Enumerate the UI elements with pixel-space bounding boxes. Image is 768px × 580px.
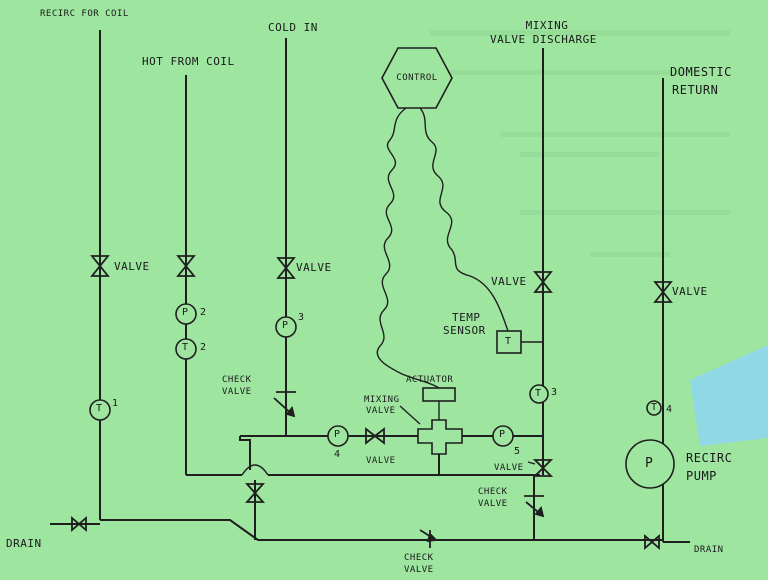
label-temp: TEMP (452, 311, 481, 324)
gauge-t1-number: 1 (112, 398, 119, 409)
gauge-t2-number: 2 (200, 342, 207, 353)
label-return: RETURN (672, 83, 719, 97)
gauge-t2-letter: T (182, 342, 189, 353)
gauge-p3-letter: P (282, 320, 289, 331)
control-hexagon[interactable] (381, 47, 453, 109)
valve-drain-right[interactable] (644, 534, 660, 550)
gauge-t3[interactable] (529, 384, 549, 404)
label-recirc: RECIRC (686, 451, 733, 465)
label-drain-right: DRAIN (694, 545, 724, 555)
label-mixing: MIXING (525, 19, 569, 32)
label-check-discharge-2: VALVE (478, 499, 508, 509)
label-pump: PUMP (686, 469, 717, 483)
gauge-p3-number: 3 (298, 312, 305, 323)
label-valve-discharge: VALVE DISCHARGE (490, 33, 597, 46)
valve-recirc-coil[interactable] (90, 255, 110, 277)
label-mixing-valve-1: MIXING (364, 395, 400, 405)
check-valve-bottom[interactable] (419, 529, 438, 548)
valve-hot-from-coil[interactable] (176, 255, 196, 277)
check-valve-cold[interactable] (273, 391, 296, 418)
label-drain-left: DRAIN (6, 537, 42, 550)
gauge-t3-number: 3 (551, 387, 558, 398)
gauge-p5-number: 5 (514, 446, 521, 457)
pipe-recirc-bypass (239, 436, 256, 540)
recirc-pump[interactable] (625, 439, 675, 489)
actuator-box[interactable] (422, 387, 456, 402)
label-actuator: ACTUATOR (406, 375, 454, 385)
gauge-p2[interactable] (175, 303, 197, 325)
label-valve-discharge-low: VALVE (494, 463, 524, 473)
gauge-p5-letter: P (499, 429, 506, 440)
mixing-valve-body[interactable] (417, 419, 463, 455)
label-check-cold-1: CHECK (222, 375, 252, 385)
label-valve-cold: VALVE (296, 261, 332, 274)
pipe-return-header (100, 519, 663, 541)
valve-drain-left[interactable] (71, 516, 87, 532)
gauge-t4-letter: T (651, 402, 658, 413)
label-domestic: DOMESTIC (670, 65, 732, 79)
label-valve-discharge-upper: VALVE (491, 275, 527, 288)
blue-tape (690, 345, 768, 446)
recirc-pump-letter: P (645, 456, 653, 471)
bleed-through-text (430, 30, 730, 257)
valve-cold-in[interactable] (276, 257, 296, 279)
gauge-p2-letter: P (182, 307, 189, 318)
label-hot-from-coil: HOT FROM COIL (142, 55, 235, 68)
label-check-bottom-1: CHECK (404, 553, 434, 563)
gauge-t1[interactable] (89, 399, 111, 421)
valve-mix-line[interactable] (365, 427, 385, 445)
label-valve-mix: VALVE (366, 456, 396, 466)
valve-discharge-leader (527, 461, 536, 465)
temp-sensor-letter: T (505, 336, 512, 347)
pipe-hop (241, 464, 269, 476)
label-mixing-valve-2: VALVE (366, 406, 396, 416)
label-cold-in: COLD IN (268, 21, 318, 34)
label-check-cold-2: VALVE (222, 387, 252, 397)
label-check-discharge-1: CHECK (478, 487, 508, 497)
gauge-p4[interactable] (327, 425, 349, 447)
gauge-p3[interactable] (275, 316, 297, 338)
gauge-t4-number: 4 (666, 404, 673, 415)
mixing-valve-leader (399, 405, 421, 425)
label-control: CONTROL (396, 73, 438, 83)
valve-discharge-low[interactable] (532, 459, 554, 477)
valve-discharge[interactable] (533, 271, 553, 293)
label-valve-return: VALVE (672, 285, 708, 298)
gauge-t3-letter: T (535, 388, 542, 399)
gauge-p4-letter: P (334, 429, 341, 440)
label-recirc-for-coil: RECIRC FOR COIL (40, 9, 129, 19)
gauge-p4-number: 4 (334, 449, 341, 460)
label-check-bottom-2: VALVE (404, 565, 434, 575)
gauge-t4[interactable] (646, 400, 662, 416)
gauge-p5[interactable] (492, 425, 514, 447)
check-valve-discharge[interactable] (524, 495, 545, 518)
gauge-p2-number: 2 (200, 307, 207, 318)
valve-domestic-return[interactable] (653, 281, 673, 303)
label-valve-recirc: VALVE (114, 260, 150, 273)
gauge-t2[interactable] (175, 338, 197, 360)
valve-bypass[interactable] (244, 483, 266, 503)
control-wire-actuator (376, 107, 440, 389)
gauge-t1-letter: T (96, 403, 103, 414)
control-wire-sensor (419, 107, 509, 332)
label-sensor: SENSOR (443, 324, 486, 337)
